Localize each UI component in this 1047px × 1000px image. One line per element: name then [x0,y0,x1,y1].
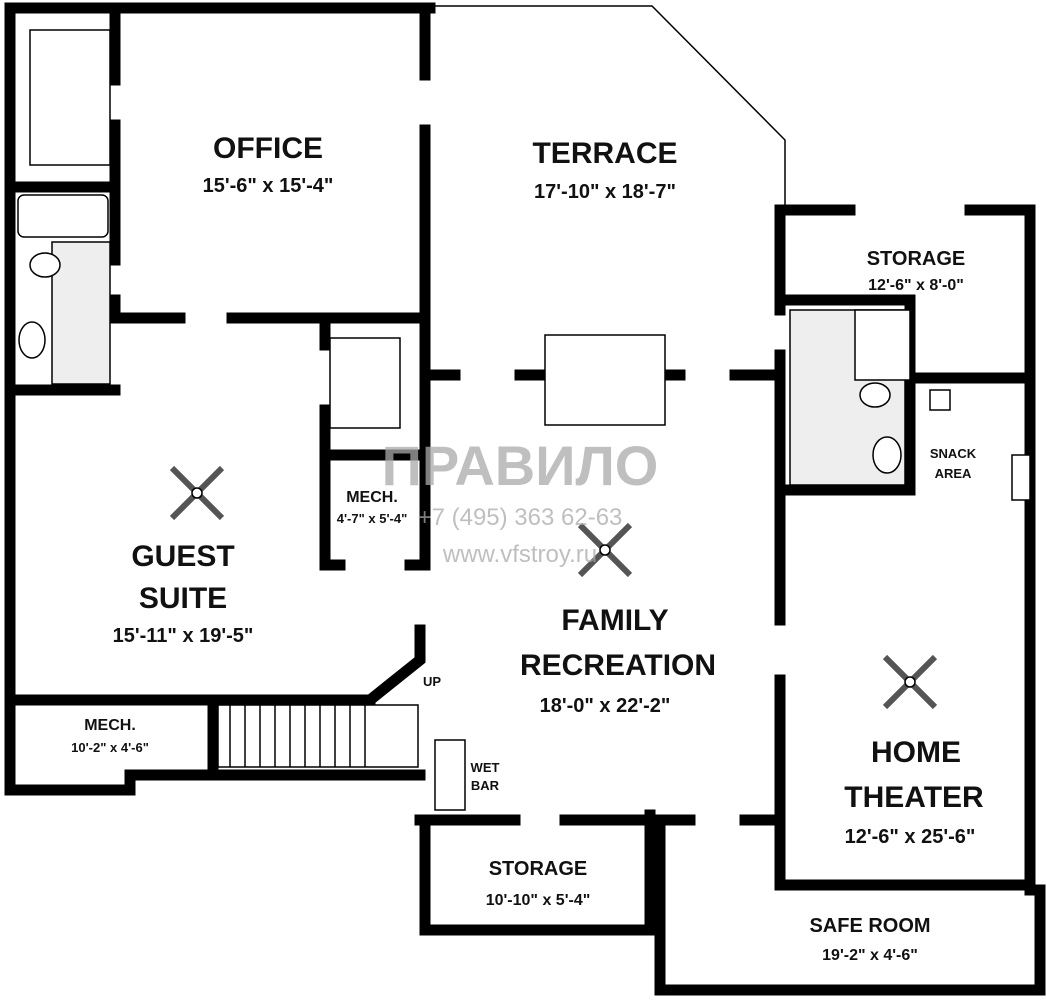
mech-small-size: 4'-7" x 5'-4" [337,511,408,526]
watermark-url: www.vfstroy.ru [442,541,597,568]
family-name: FAMILY [561,604,668,637]
mech-small-name: MECH. [346,489,398,506]
ceiling-fan-icon [577,522,633,578]
family-size: 18'-0" x 22'-2" [540,695,671,717]
guest-name: GUEST [131,540,234,573]
mech-lower-size: 10'-2" x 4'-6" [71,740,149,755]
storage-lower-name: STORAGE [489,858,588,880]
sink-2 [872,436,902,474]
wet-bar-name: WET [471,760,500,775]
mech-lower-name: MECH. [84,717,136,734]
watermark: ПРАВИЛО +7 (495) 363 62-63 www.vfstroy.r… [382,434,659,568]
office-name: OFFICE [213,132,323,165]
sink [18,321,46,359]
storage-upper-name: STORAGE [867,248,966,270]
watermark-brand: ПРАВИЛО [382,434,659,497]
stairs [217,704,419,768]
bathtub [17,194,109,238]
office-size: 15'-6" x 15'-4" [203,175,334,197]
fixtures [17,29,1031,811]
theater-size: 12'-6" x 25'-6" [845,826,976,848]
stairs-up-label: UP [423,674,441,689]
terrace-name: TERRACE [532,137,677,170]
storage-upper-size: 12'-6" x 8'-0" [868,277,964,294]
terrace-size: 17'-10" x 18'-7" [534,181,676,203]
closet-shelf [29,29,111,166]
closet [329,337,401,429]
guest-size: 15'-11" x 19'-5" [113,625,254,647]
safe-room-size: 19'-2" x 4'-6" [822,947,918,964]
bar-counter [434,739,466,811]
family-name-2: RECREATION [520,649,716,682]
theater-name: HOME [871,736,961,769]
fireplace [544,334,666,426]
snack-name-2: AREA [935,466,972,481]
theater-name-2: THEATER [844,781,984,814]
ceiling-fan-icon [169,465,225,521]
safe-room-name: SAFE ROOM [809,915,930,937]
walls [4,2,1046,996]
fridge [1011,454,1031,501]
tile-floor [51,241,111,385]
watermark-phone: +7 (495) 363 62-63 [418,504,623,531]
ceiling-fan-icon [882,654,938,710]
terrace-outline [430,5,786,208]
snack-sink [929,389,951,411]
toilet [29,252,61,278]
toilet-2 [859,382,891,408]
storage-lower-size: 10'-10" x 5'-4" [486,892,591,909]
snack-name: SNACK [930,446,977,461]
wet-bar-name-2: BAR [471,778,500,793]
guest-name-2: SUITE [139,582,227,615]
shower [854,309,911,381]
